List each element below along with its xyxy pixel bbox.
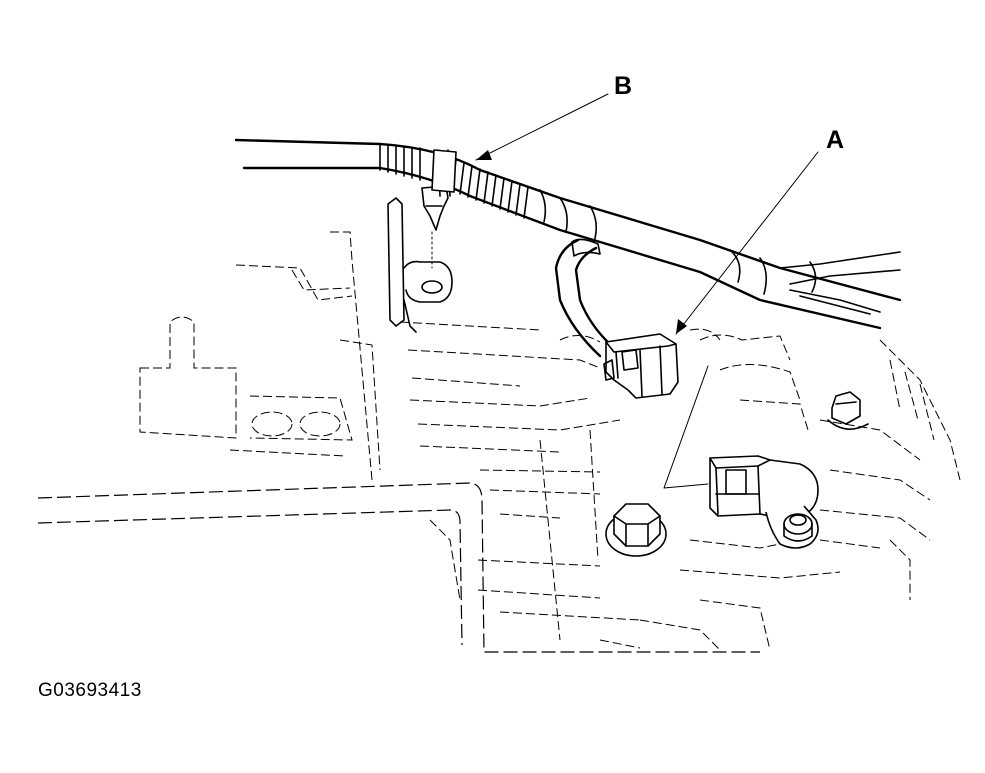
connector-a: [554, 238, 679, 399]
small-bolt: [827, 391, 869, 430]
wire-harness-b: [234, 138, 902, 330]
harness-bracket: [387, 197, 453, 333]
figure-id: G03693413: [38, 680, 142, 701]
hex-bolt: [605, 503, 667, 557]
transmission-housing-outline: [37, 231, 961, 653]
callout-b-label: B: [614, 72, 633, 100]
callout-a-label: A: [826, 126, 845, 154]
leader-line-a: [663, 151, 819, 489]
leader-line-b: [475, 93, 609, 161]
sensor-connector: [709, 455, 819, 549]
